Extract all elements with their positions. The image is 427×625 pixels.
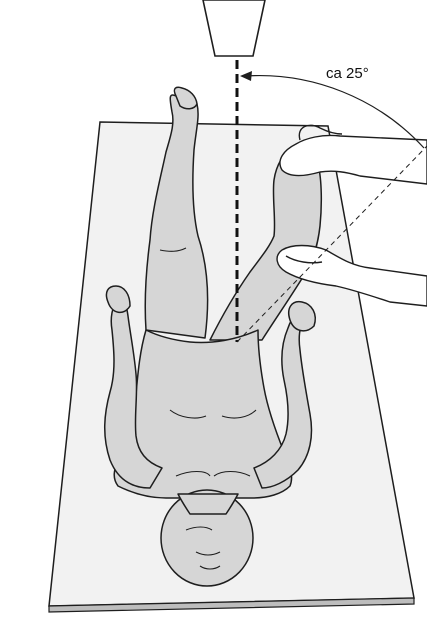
angle-label: ca 25° — [326, 65, 369, 82]
arrowhead-icon — [240, 71, 252, 81]
xray-tube-icon — [203, 0, 265, 56]
